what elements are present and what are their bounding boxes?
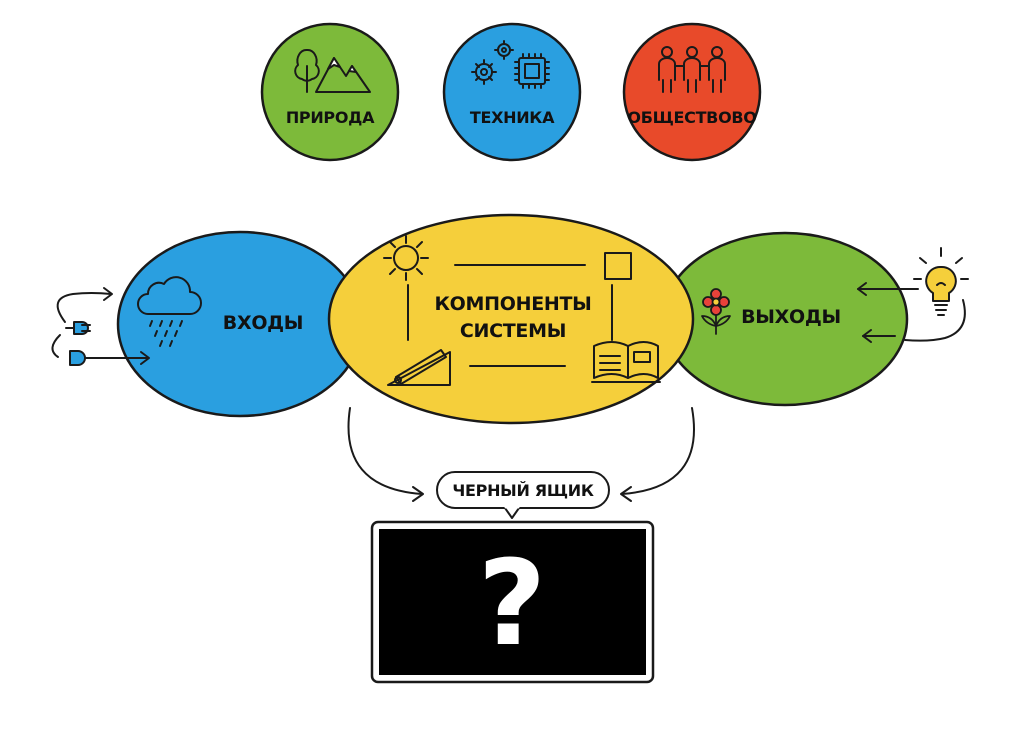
rain-cloud-icon [137, 276, 202, 347]
lightbulb-icon [913, 247, 969, 316]
category-label-technology: ТЕХНИКА [469, 108, 555, 127]
outputs-label: ВЫХОДЫ [741, 306, 841, 328]
blackbox-arrows [347, 407, 695, 502]
black-box [379, 529, 646, 675]
book-icon [591, 341, 661, 383]
plug-icon [69, 350, 86, 366]
blackbox-label-bubble [436, 471, 610, 519]
category-label-nature: ПРИРОДА [285, 108, 375, 127]
plug-icon [65, 321, 91, 335]
flower-icon [701, 288, 731, 335]
sun-icon [383, 235, 429, 281]
components-label-line2: СИСТЕМЫ [459, 320, 567, 342]
question-mark-icon: ? [477, 533, 547, 672]
output-arrows [857, 282, 966, 343]
components-label-line1: КОМПОНЕНТЫ [434, 293, 592, 315]
people-icon [658, 46, 726, 93]
category-circle-society [622, 22, 762, 162]
components-frame [407, 264, 613, 367]
square-icon [604, 252, 632, 280]
black-box-label: ЧЕРНЫЙ ЯЩИК [452, 481, 594, 500]
lever-icon [387, 349, 451, 386]
input-arrows [51, 287, 150, 365]
category-circle-technology [442, 22, 582, 162]
category-label-society: ОБЩЕСТВОВО [627, 108, 757, 127]
inputs-label: ВХОДЫ [222, 312, 304, 334]
tree-mountain-icon [294, 48, 371, 93]
gears-chip-icon [471, 40, 550, 89]
